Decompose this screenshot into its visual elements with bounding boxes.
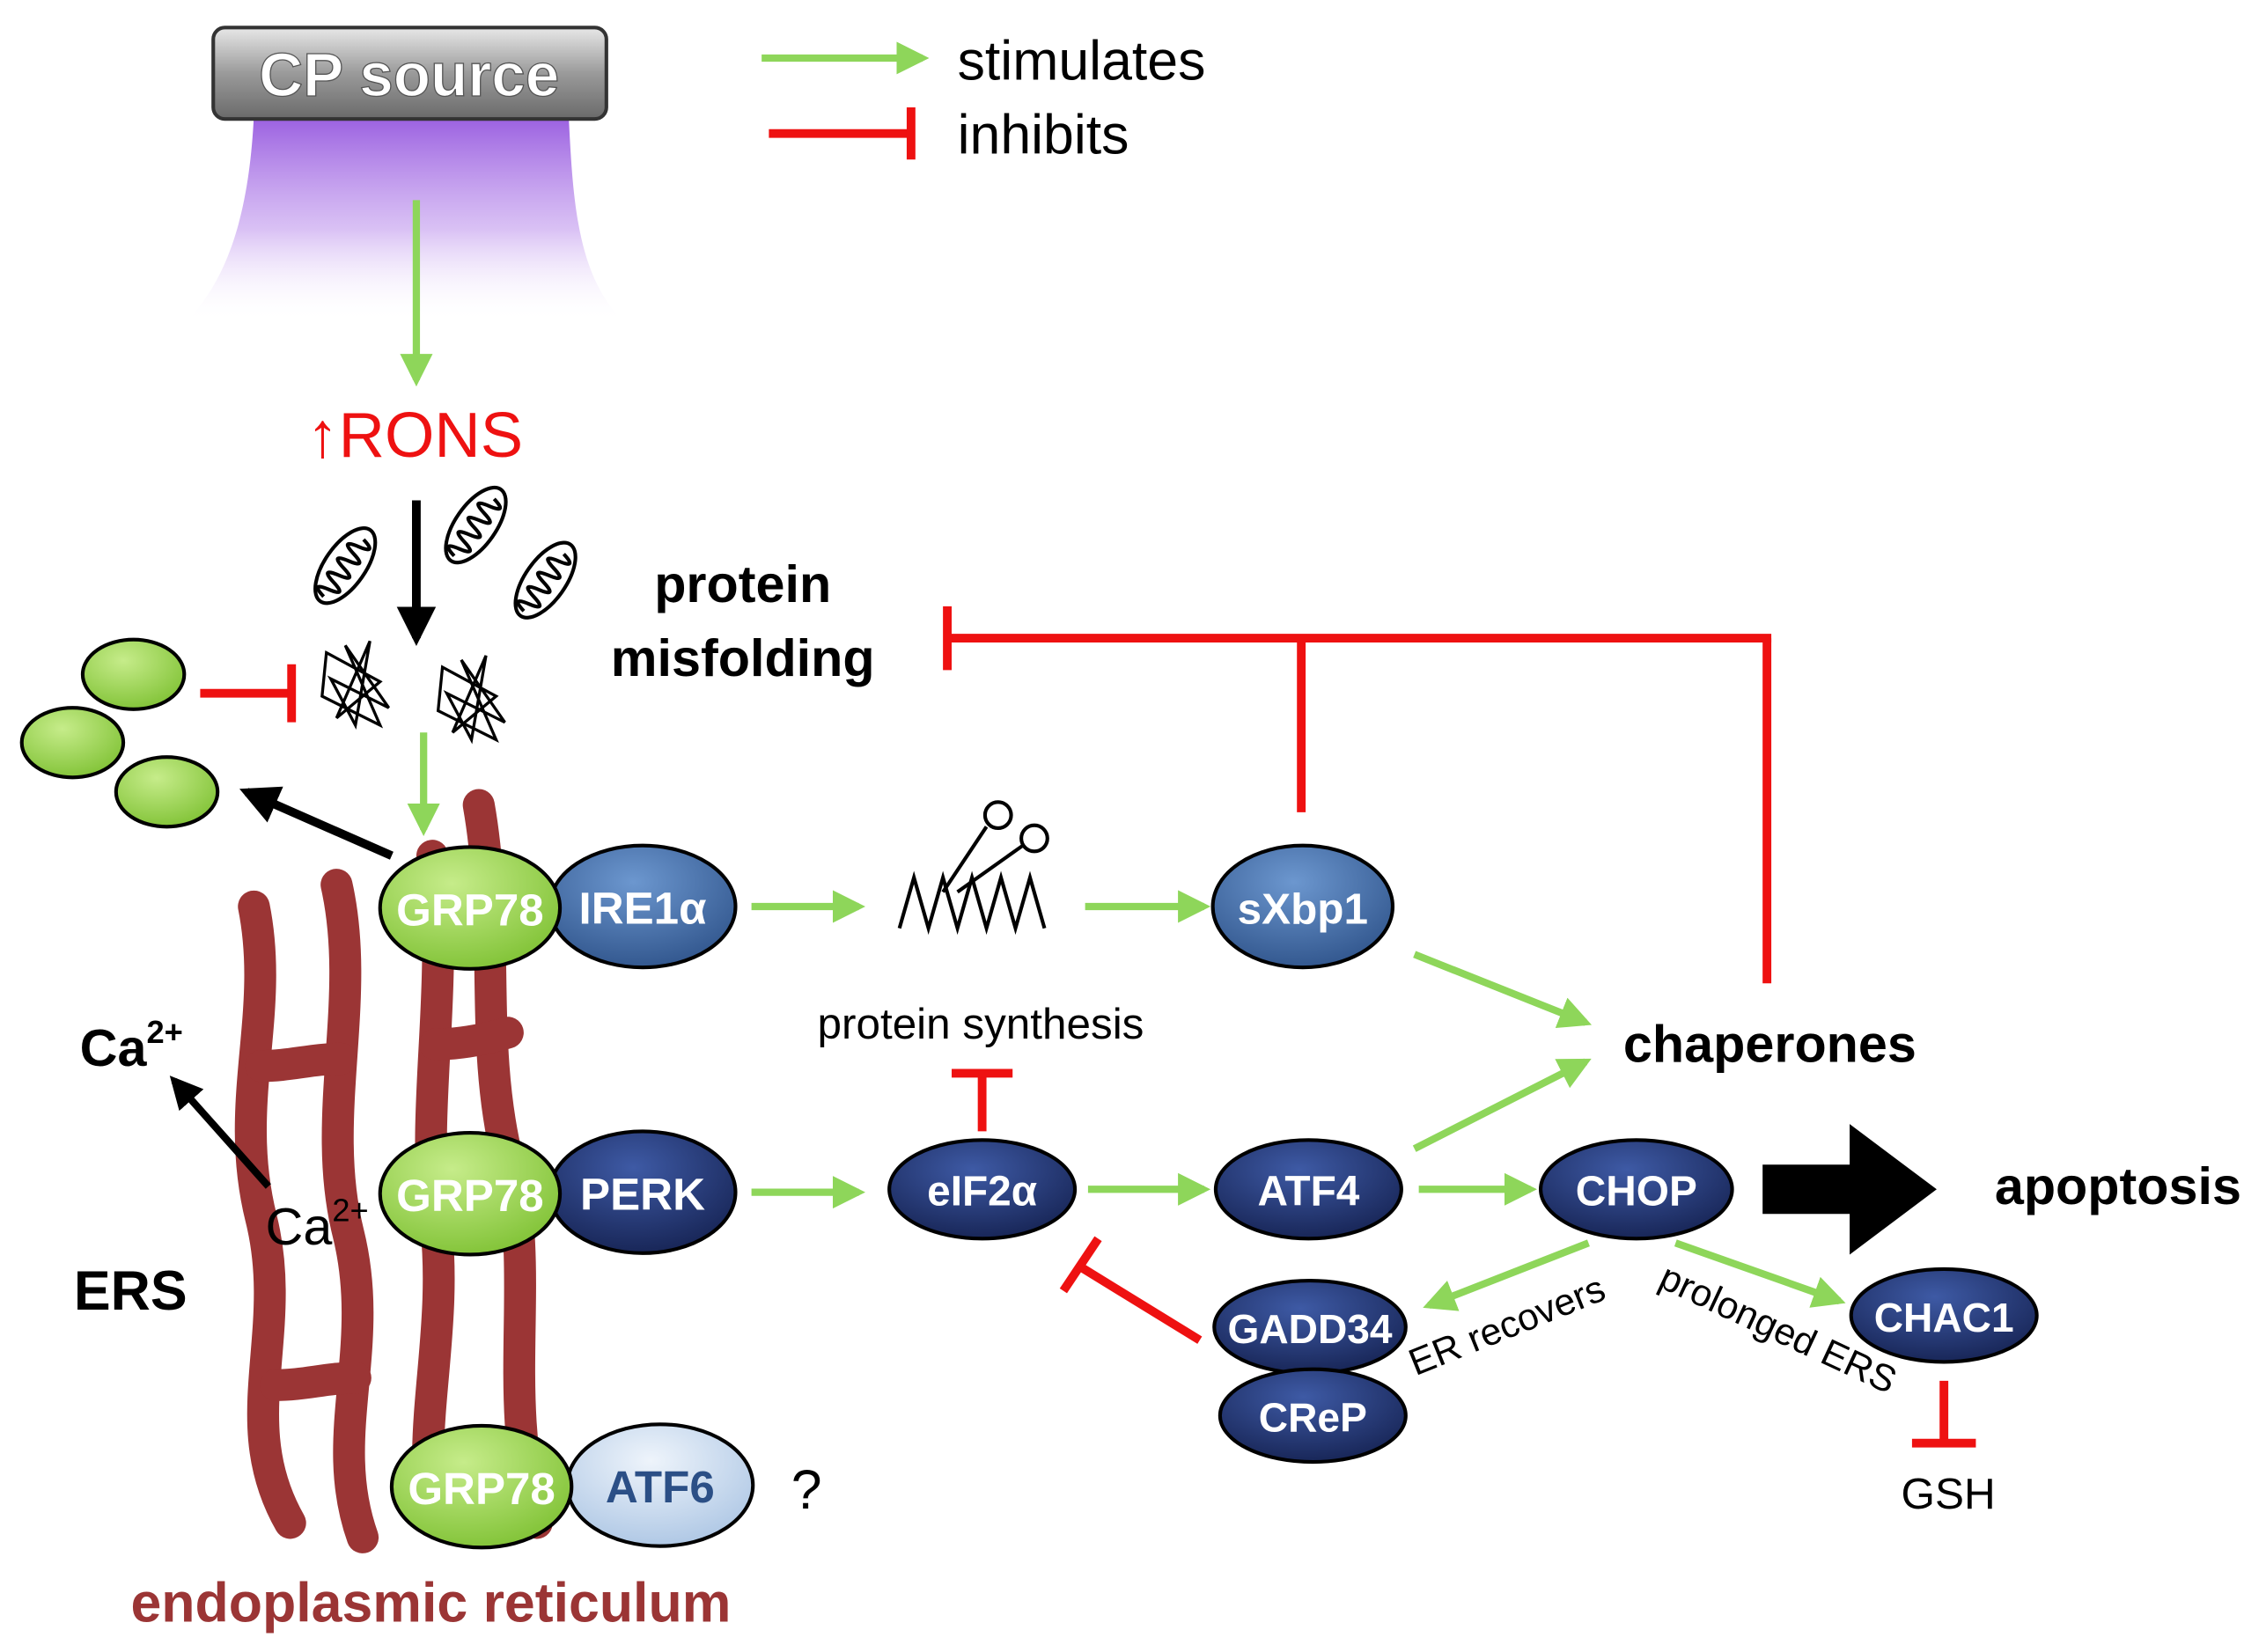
free-grp78-2 bbox=[19, 706, 126, 780]
ers-label: ERS bbox=[74, 1260, 188, 1322]
perk-complex: PERK GRP78 bbox=[378, 1129, 738, 1257]
chop-label: CHOP bbox=[1576, 1168, 1697, 1215]
apoptosis-label: apoptosis bbox=[1995, 1156, 2241, 1215]
cp-source-label: CP source bbox=[259, 40, 559, 109]
crep-label: CReP bbox=[1259, 1394, 1367, 1440]
ire1a-label: IRE1α bbox=[579, 884, 707, 934]
free-grp78-3 bbox=[114, 755, 220, 829]
grp78-atf6-node bbox=[389, 1423, 574, 1550]
chaperones-label: chaperones bbox=[1623, 1014, 1917, 1073]
endoplasmic-reticulum-label: endoplasmic reticulum bbox=[130, 1572, 731, 1634]
arrow-ca-release bbox=[169, 1076, 271, 1189]
sxbp1-label: sXbp1 bbox=[1238, 885, 1368, 934]
sxbp1-node bbox=[1210, 843, 1395, 970]
eif2a-label: eIF2α bbox=[927, 1168, 1037, 1215]
grp78-ire1-node bbox=[378, 845, 563, 971]
legend-stimulates-label: stimulates bbox=[958, 31, 1206, 92]
arrow-atf4-to-chaperones bbox=[1412, 1058, 1592, 1152]
protein-misfolding-line1: protein bbox=[654, 554, 831, 613]
protein-synthesis-label: protein synthesis bbox=[818, 1000, 1144, 1048]
free-grp78-group bbox=[19, 637, 220, 829]
inhibit-gadd34-eif2a-bar bbox=[1059, 1236, 1102, 1294]
free-grp78-1 bbox=[80, 637, 187, 711]
grp78-perk-label: GRP78 bbox=[396, 1171, 544, 1221]
cp-source-box bbox=[211, 26, 608, 121]
gadd34-label: GADD34 bbox=[1227, 1306, 1392, 1352]
er-recovers-label: ER recovers bbox=[1403, 1267, 1611, 1384]
chac1-label: CHAC1 bbox=[1874, 1295, 2014, 1340]
mrna-splicing-icon bbox=[897, 800, 1049, 936]
legend: stimulates inhibits bbox=[761, 31, 1205, 166]
atf4-label: ATF4 bbox=[1257, 1168, 1359, 1215]
chac1-node bbox=[1849, 1267, 2039, 1364]
misfolded-protein-icon bbox=[320, 640, 506, 745]
grp78-atf6-label: GRP78 bbox=[408, 1464, 555, 1514]
chaperone-inhibition bbox=[943, 606, 1772, 984]
arrow-chop-to-chac1 bbox=[1674, 1239, 1846, 1308]
atf4-node bbox=[1213, 1138, 1403, 1241]
grp78-perk-node bbox=[378, 1130, 563, 1257]
perk-label: PERK bbox=[580, 1169, 705, 1219]
ca-outer-label: Ca2+ bbox=[80, 1014, 183, 1077]
gsh-label: GSH bbox=[1902, 1470, 1996, 1518]
arrow-sxbp1-to-chaperones bbox=[1413, 951, 1593, 1029]
inhibit-gadd34-eif2a bbox=[1077, 1262, 1203, 1344]
arrow-chop-to-gadd34 bbox=[1423, 1239, 1590, 1311]
ca-inner-label: Ca2+ bbox=[266, 1193, 369, 1256]
atf6-label: ATF6 bbox=[606, 1462, 715, 1512]
crep-node bbox=[1218, 1367, 1408, 1465]
protein-misfolding-line2: misfolding bbox=[611, 628, 875, 687]
calcium-release: Ca2+ Ca2+ bbox=[80, 1014, 369, 1256]
legend-inhibits-label: inhibits bbox=[958, 105, 1129, 166]
plasma-beam bbox=[185, 115, 624, 322]
atf6-complex: ATF6 GRP78 ? bbox=[389, 1422, 822, 1550]
grp78-ire1-label: GRP78 bbox=[396, 885, 544, 935]
arrow-chop-to-apoptosis bbox=[1762, 1124, 1937, 1255]
folded-protein-icon bbox=[313, 485, 578, 620]
arrow-grp78-release bbox=[239, 786, 394, 860]
ire1-complex: IRE1α GRP78 bbox=[378, 843, 738, 971]
rons-label: ↑RONS bbox=[306, 400, 523, 471]
atf6-question-mark: ? bbox=[791, 1459, 822, 1521]
eif2a-node bbox=[887, 1138, 1078, 1241]
chop-node bbox=[1538, 1138, 1734, 1241]
